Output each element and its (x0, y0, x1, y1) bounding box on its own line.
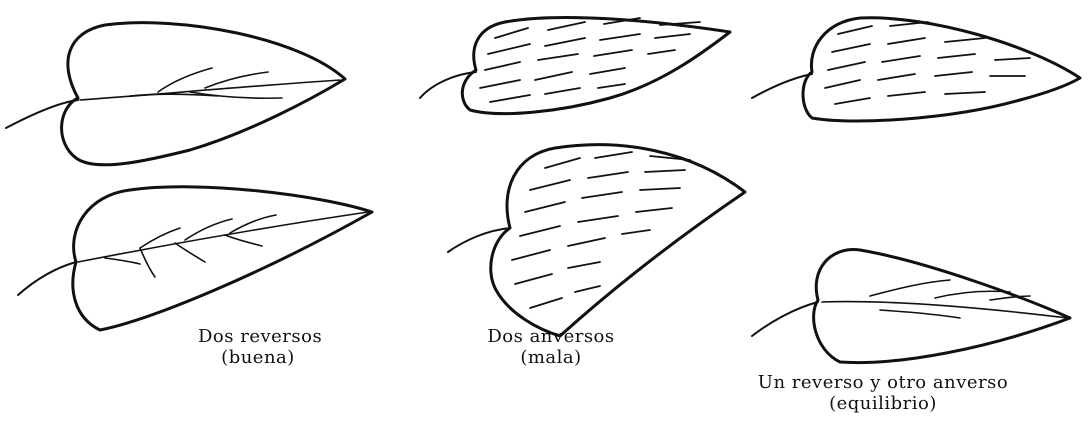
leaf-stem (419, 71, 477, 99)
caption-title: Un reverso y otro anverso (757, 372, 1009, 393)
caption-title: Dos reversos (198, 326, 323, 347)
leaf-anverso-bottom-center (447, 143, 747, 338)
leaf-stem (447, 227, 511, 253)
caption-verdict: (mala) (520, 347, 582, 368)
caption-verdict: (equilibrio) (829, 393, 937, 414)
leaf-hatching (511, 151, 691, 309)
leaf-reverso-bottom-left (17, 185, 374, 332)
caption-verdict: (buena) (221, 347, 295, 368)
leaf-outline (812, 248, 1072, 364)
leaf-stem (17, 261, 77, 296)
leaf-stem (751, 301, 819, 337)
leaf-anverso-top-center (419, 15, 732, 116)
leaf-veins (79, 67, 341, 101)
caption-dos-anversos: Dos anversos (mala) (486, 326, 616, 368)
leaf-hatching (824, 21, 1031, 105)
leaf-stem (5, 99, 79, 129)
caption-reverso-anverso: Un reverso y otro anverso (equilibrio) (728, 372, 1038, 414)
caption-dos-reversos: Dos reversos (buena) (198, 326, 323, 368)
leaf-stem (751, 73, 813, 99)
leaf-outline (460, 15, 732, 116)
leaf-outline (60, 21, 347, 167)
leaf-reverso-top-left (5, 21, 347, 167)
leaf-anverso-top-right (751, 16, 1082, 123)
leaf-hatching (479, 17, 701, 103)
leaf-veins (77, 211, 369, 278)
leaf-reverso-bottom-right (751, 248, 1072, 364)
leaf-outline (801, 16, 1082, 123)
leaf-outline (71, 185, 374, 332)
leaf-veins (821, 279, 1069, 319)
caption-title: Dos anversos (487, 326, 615, 347)
leaf-outline (489, 143, 747, 338)
